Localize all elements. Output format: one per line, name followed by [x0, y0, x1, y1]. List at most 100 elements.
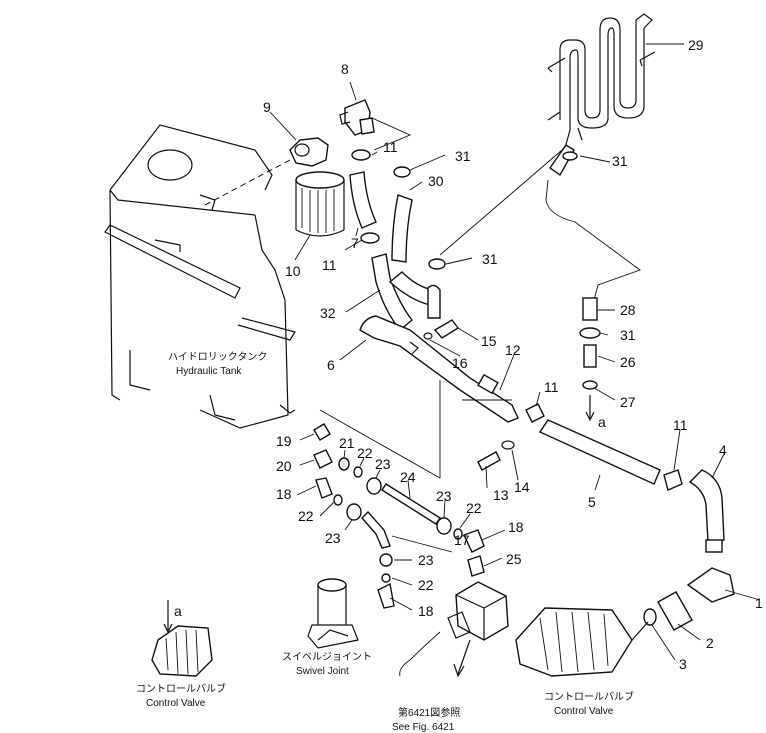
part-28 [582, 297, 598, 321]
fitting-19 [313, 423, 331, 441]
nut-23-a [366, 477, 382, 495]
control-valve-left [151, 600, 213, 677]
callout-29: 29 [688, 37, 704, 53]
hydraulic-tank-label-en: Hydraulic Tank [176, 366, 242, 377]
see-figure-label-en: See Fig. 6421 [392, 722, 455, 733]
fitting-20 [313, 449, 333, 469]
callout-18-c: 18 [418, 603, 434, 619]
fitting-22-d [381, 573, 391, 583]
bolt-13 [477, 451, 501, 471]
clamp-31-mid [428, 258, 446, 270]
callout-14: 14 [514, 479, 530, 495]
see-figure-label-jp: 第6421図参照 [398, 706, 460, 719]
callout-16: 16 [452, 355, 468, 371]
callout-a-left: a [174, 603, 182, 619]
washer-14 [501, 440, 515, 450]
elbow-18-left [315, 477, 333, 499]
elbow-fitting-4 [688, 469, 725, 553]
callout-18-b: 18 [508, 519, 524, 535]
callout-5: 5 [588, 494, 596, 510]
clamp-11-upper [351, 149, 371, 161]
swivel-joint [307, 578, 359, 649]
fitting-22-b [453, 528, 463, 540]
callout-30: 30 [428, 173, 444, 189]
filter-head [289, 137, 329, 167]
drain-line [439, 149, 641, 301]
callout-11-d: 11 [673, 417, 688, 433]
callout-1: 1 [755, 595, 763, 611]
valve-block [399, 581, 509, 678]
callout-6: 6 [327, 357, 335, 373]
callout-12: 12 [505, 342, 521, 358]
callout-10: 10 [285, 263, 301, 279]
control-valve-left-label-jp: コントロールバルブ [136, 682, 226, 695]
callout-20: 20 [276, 458, 292, 474]
callout-19: 19 [276, 433, 292, 449]
arrow-a-right [585, 395, 595, 422]
fitting-21 [338, 457, 350, 471]
pipe-6 [359, 315, 519, 423]
fitting-22-c [333, 494, 343, 506]
callout-18-a: 18 [276, 486, 292, 502]
elbow-18-low [377, 582, 395, 609]
hose-30 [391, 194, 413, 263]
swivel-joint-label-jp: スイベルジョイント [282, 651, 372, 663]
fitting-22-a [353, 466, 363, 478]
callout-28: 28 [620, 302, 636, 318]
fitting-2 [657, 591, 693, 631]
callout-31-d: 31 [620, 327, 636, 343]
callout-23-b: 23 [325, 530, 341, 546]
clamp-11-right-b [663, 469, 683, 491]
callout-31-b: 31 [612, 153, 628, 169]
leader-lines [269, 43, 761, 661]
pipe-32 [371, 253, 441, 331]
callout-31-c: 31 [482, 251, 498, 267]
callout-23-d: 23 [418, 552, 434, 568]
callout-8: 8 [341, 61, 349, 77]
bolt-15 [423, 319, 460, 340]
callout-2: 2 [706, 635, 714, 651]
clamp-11-right-a [525, 403, 545, 423]
callout-21: 21 [339, 435, 355, 451]
callout-26: 26 [620, 354, 636, 370]
fitting-1 [686, 567, 735, 603]
fitting-25 [467, 555, 485, 577]
callout-11-a: 11 [383, 139, 398, 155]
callout-22-d: 22 [418, 577, 434, 593]
callout-3: 3 [679, 656, 687, 672]
o-ring-27 [582, 380, 598, 390]
clamp-11-lower [360, 232, 380, 244]
pipe-24 [381, 483, 441, 525]
nut-23-c [346, 503, 362, 521]
callout-13: 13 [493, 487, 509, 503]
clamp-31-lower [579, 327, 601, 339]
callout-22-a: 22 [357, 445, 373, 461]
control-valve-right-label-jp: コントロールバルブ [544, 690, 634, 703]
callout-7: 7 [351, 235, 359, 251]
callout-23-c: 23 [436, 488, 452, 504]
nut-23-b [436, 517, 452, 535]
hose-5 [538, 419, 661, 485]
elbow-fitting-8 [339, 99, 375, 136]
callout-11-b: 11 [322, 257, 337, 273]
callout-27: 27 [620, 394, 636, 410]
control-valve-left-label-en: Control Valve [146, 698, 206, 709]
callout-17: 17 [454, 532, 470, 548]
callout-15: 15 [481, 333, 497, 349]
callout-11-c: 11 [544, 379, 559, 395]
clamp-31-cooler [562, 151, 578, 161]
callout-23-a: 23 [375, 456, 391, 472]
hydraulic-tank [104, 124, 296, 429]
callout-22-b: 22 [298, 508, 314, 524]
callout-a-right: a [598, 414, 606, 430]
filter-cartridge [295, 171, 345, 237]
oil-cooler-29 [547, 13, 656, 149]
callout-9: 9 [263, 99, 271, 115]
clamp-31-upper [393, 166, 411, 178]
elbow-18-mid [463, 529, 485, 553]
callout-32: 32 [320, 305, 336, 321]
hydraulic-tank-label-jp: ハイドロリックタンク [168, 351, 267, 363]
callout-25: 25 [506, 551, 522, 567]
hose-7 [349, 171, 377, 229]
